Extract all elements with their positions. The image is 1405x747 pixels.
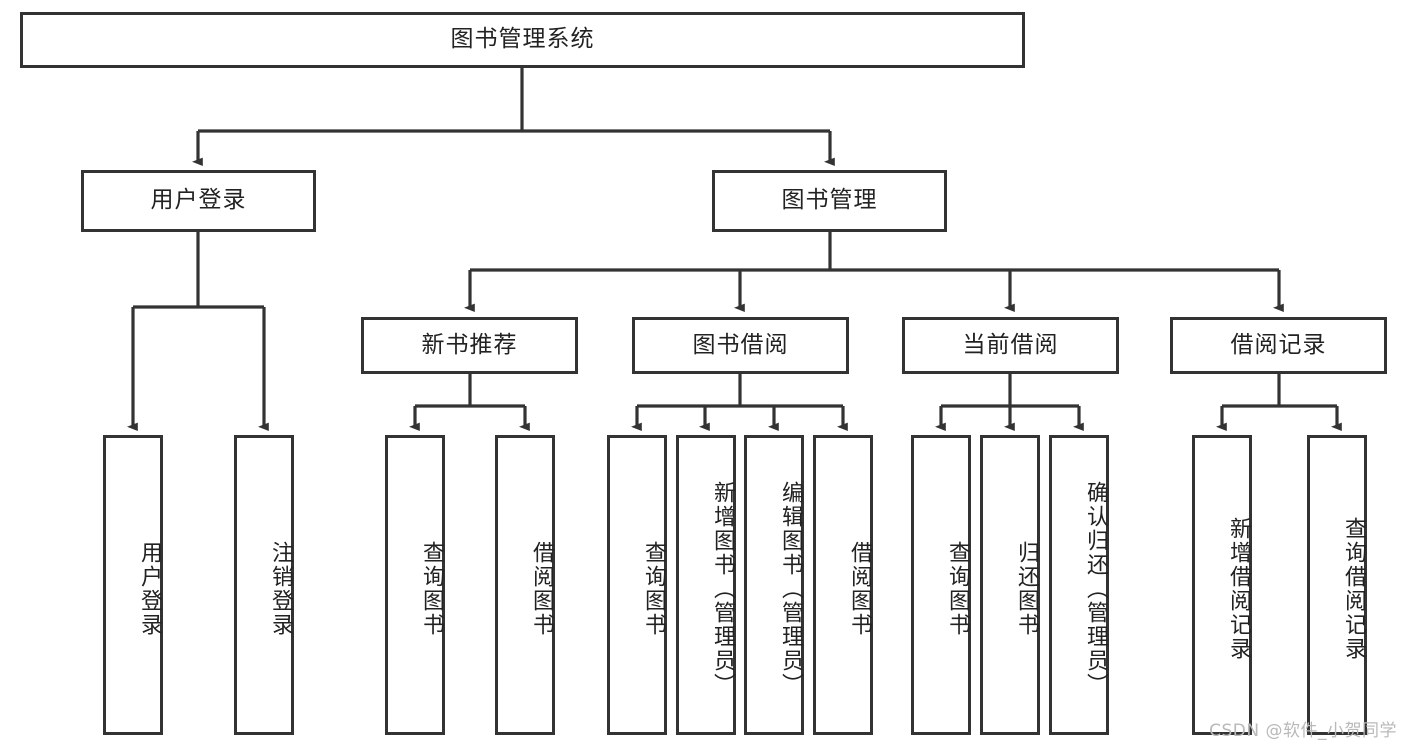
node-label: 图书借阅 — [692, 331, 789, 358]
leaf-user-login-logout[interactable]: 注销登录 — [234, 435, 294, 735]
node-new-book-recommend[interactable]: 新书推荐 — [361, 317, 578, 374]
leaf-current-borrow-query[interactable]: 查询图书 — [911, 435, 971, 735]
node-label: 查询借阅记录 — [1341, 517, 1366, 661]
node-label: 新书推荐 — [421, 331, 518, 358]
node-label: 用户登录 — [137, 541, 162, 637]
leaf-borrow-record-query[interactable]: 查询借阅记录 — [1307, 435, 1367, 735]
node-label: 新增图书（管理员） — [710, 481, 735, 697]
node-label: 借阅图书 — [847, 541, 872, 637]
node-label: 编辑图书（管理员） — [778, 481, 803, 697]
leaf-user-login-login[interactable]: 用户登录 — [103, 435, 163, 735]
node-user-login[interactable]: 用户登录 — [81, 170, 316, 232]
node-book-management[interactable]: 图书管理 — [712, 170, 947, 232]
node-label: 图书管理 — [781, 187, 878, 214]
node-label: 借阅图书 — [529, 541, 554, 637]
leaf-book-borrow-borrow[interactable]: 借阅图书 — [813, 435, 873, 735]
leaf-current-borrow-confirm-return[interactable]: 确认归还（管理员） — [1049, 435, 1109, 735]
leaf-book-borrow-edit[interactable]: 编辑图书（管理员） — [744, 435, 804, 735]
node-label: 当前借阅 — [962, 331, 1059, 358]
node-label: 注销登录 — [268, 541, 293, 637]
leaf-book-borrow-add[interactable]: 新增图书（管理员） — [676, 435, 736, 735]
node-label: 查询图书 — [945, 541, 970, 637]
node-label: 确认归还（管理员） — [1083, 481, 1108, 697]
leaf-book-borrow-query[interactable]: 查询图书 — [607, 435, 667, 735]
leaf-new-book-query[interactable]: 查询图书 — [385, 435, 445, 735]
node-borrow-record[interactable]: 借阅记录 — [1170, 317, 1387, 374]
node-label: 新增借阅记录 — [1226, 517, 1251, 661]
leaf-new-book-borrow[interactable]: 借阅图书 — [495, 435, 555, 735]
node-label: 归还图书 — [1014, 541, 1039, 637]
node-label: 借阅记录 — [1230, 331, 1327, 358]
node-current-borrow[interactable]: 当前借阅 — [902, 317, 1119, 374]
node-label: 查询图书 — [419, 541, 444, 637]
node-label: 用户登录 — [150, 187, 247, 214]
node-label: 图书管理系统 — [450, 26, 595, 53]
csdn-watermark: CSDN @软件_小贺同学 — [1209, 721, 1397, 741]
node-root-book-management-system[interactable]: 图书管理系统 — [20, 12, 1025, 68]
leaf-borrow-record-add[interactable]: 新增借阅记录 — [1192, 435, 1252, 735]
node-book-borrow[interactable]: 图书借阅 — [632, 317, 849, 374]
node-label: 查询图书 — [641, 541, 666, 637]
leaf-current-borrow-return[interactable]: 归还图书 — [980, 435, 1040, 735]
